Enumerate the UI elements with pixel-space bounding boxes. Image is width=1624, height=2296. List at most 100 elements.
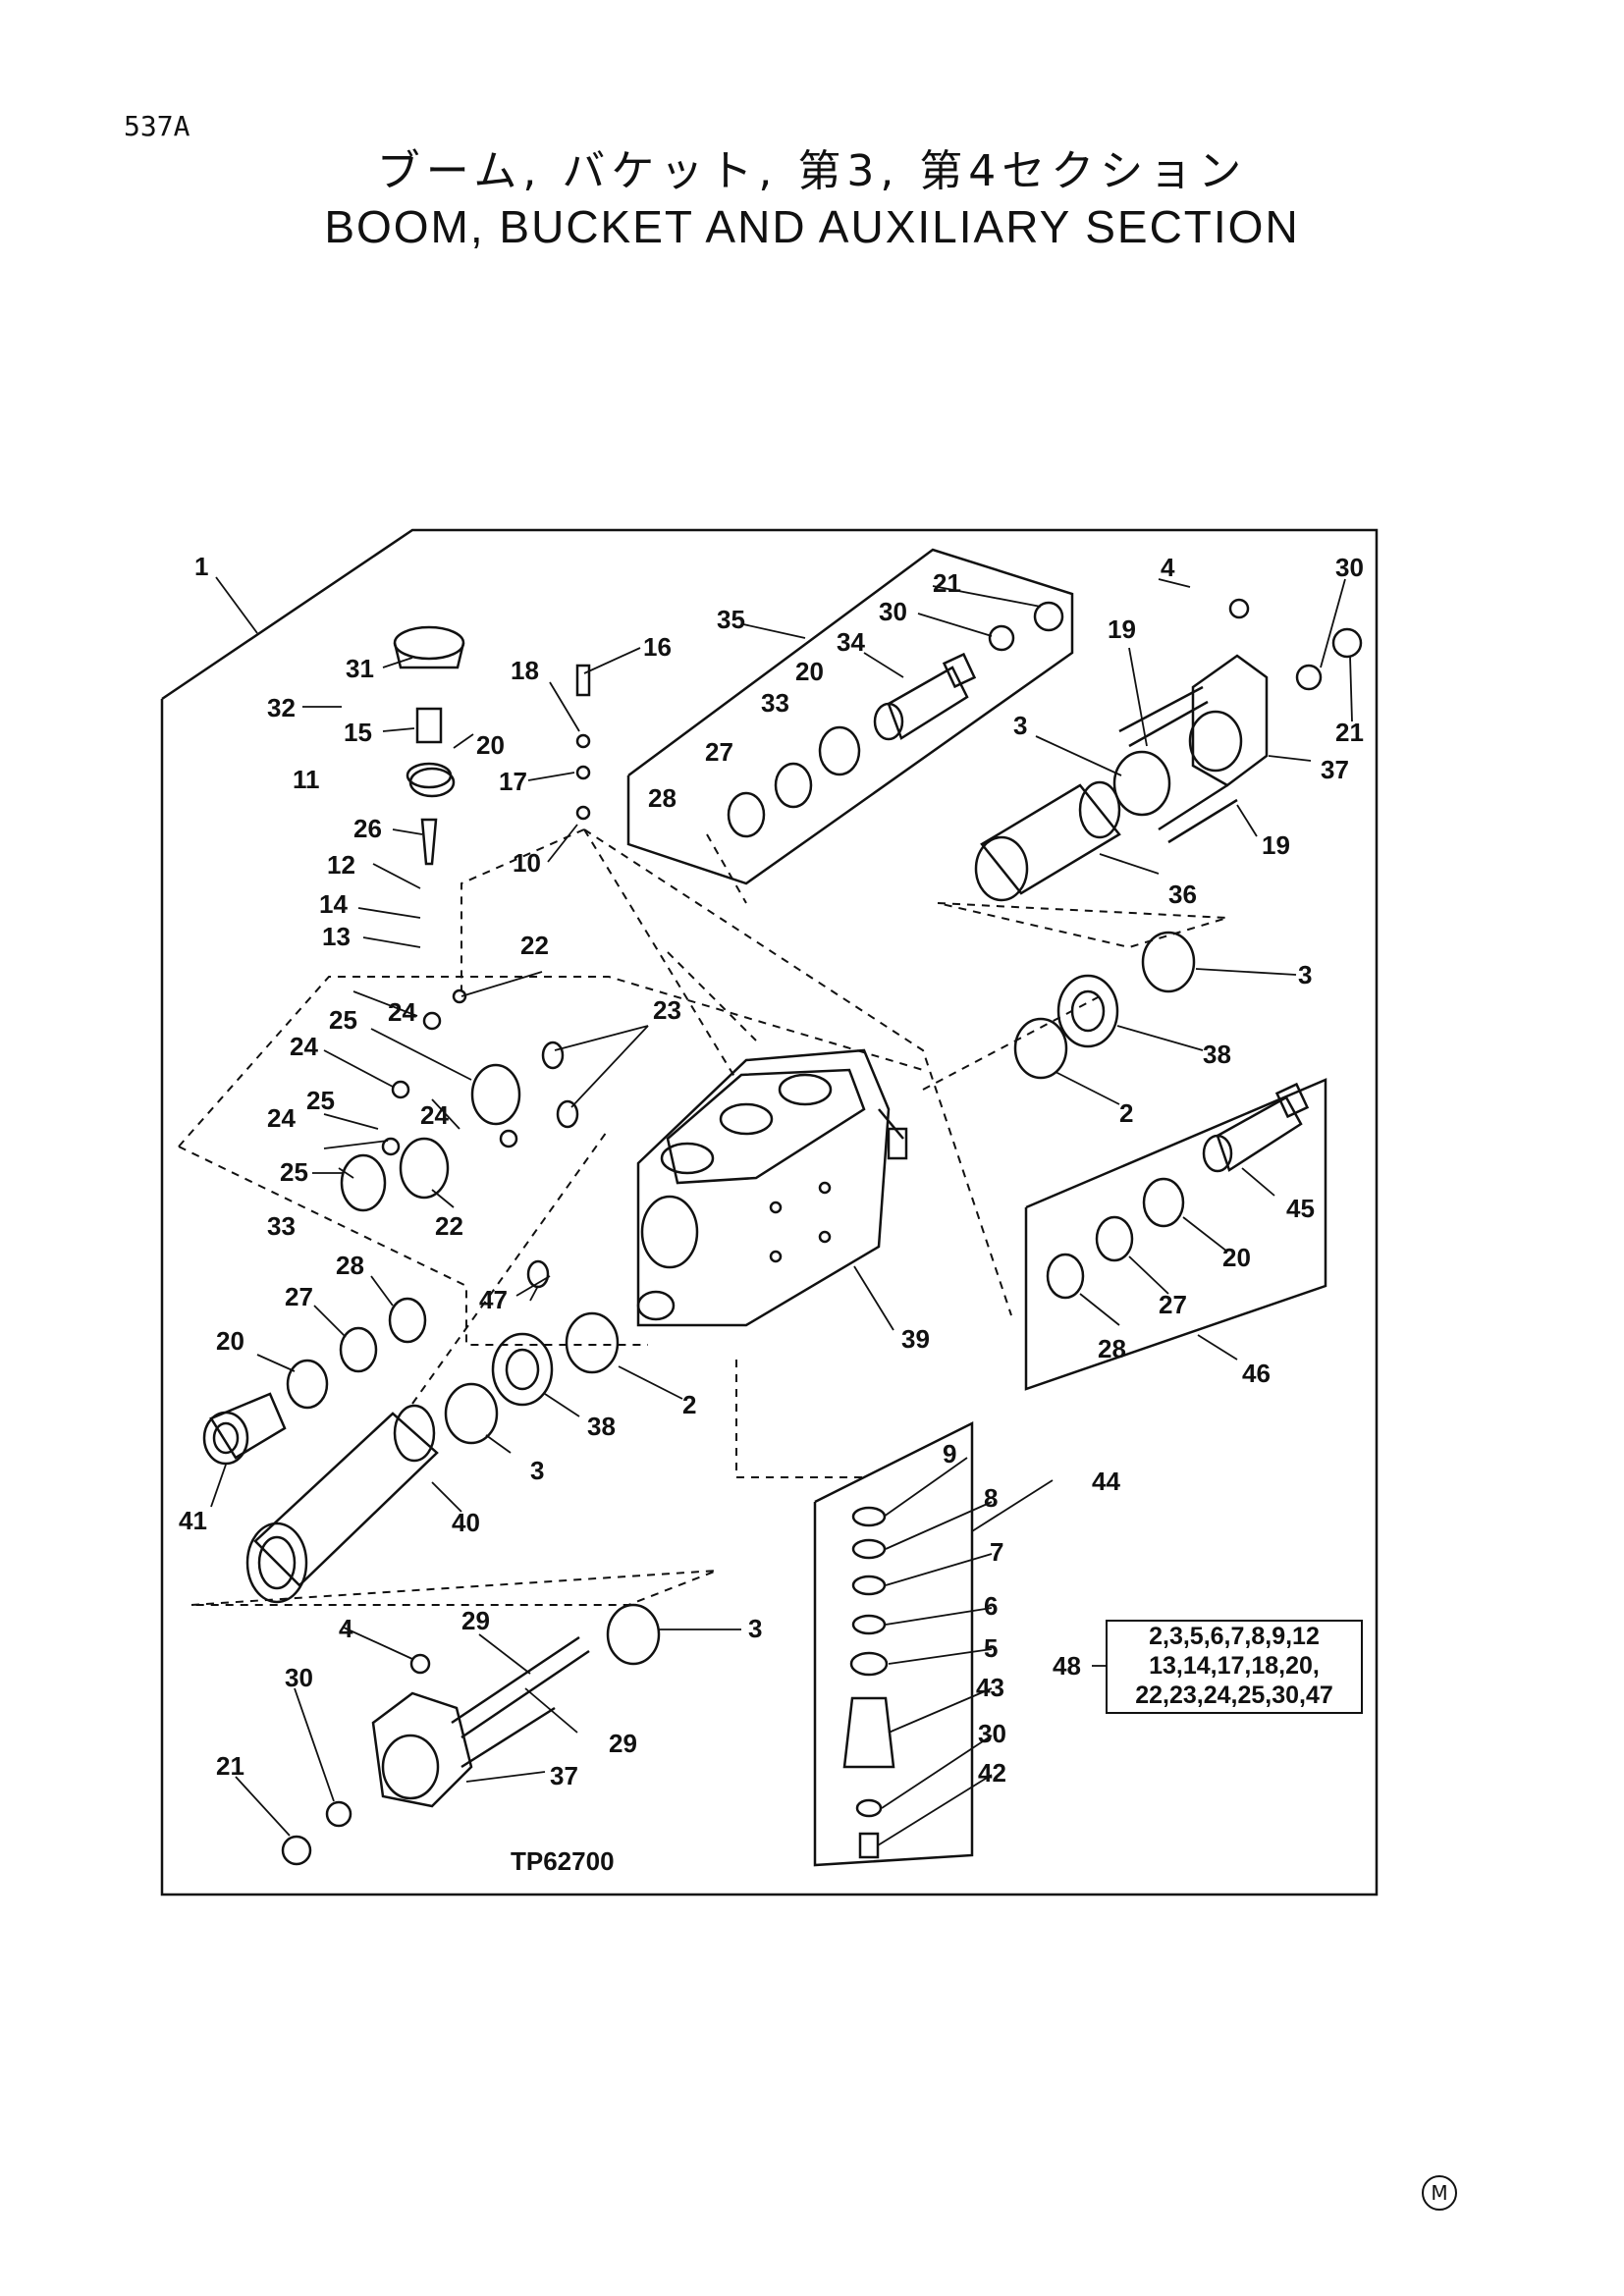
o-ring [1142,1177,1185,1228]
callout-20: 20 [476,730,505,760]
page-code: 537A [124,110,190,142]
o-ring [470,1063,521,1126]
callout-28: 28 [1098,1334,1126,1363]
o-ring [444,1382,499,1445]
callout-46: 46 [1242,1359,1271,1388]
callout-6: 6 [984,1591,998,1621]
callout-26: 26 [353,814,382,843]
guide-line [460,828,585,991]
callout-23: 23 [653,995,681,1025]
o-ring [1141,931,1196,993]
callout-20: 20 [216,1326,244,1356]
callout-32: 32 [267,693,296,722]
kit-contents-line: 13,14,17,18,20, [1149,1652,1320,1680]
o-ring [339,1326,378,1373]
callout-27: 27 [705,737,733,767]
callout-33: 33 [267,1211,296,1241]
callout-15: 15 [344,718,372,747]
callout-11: 11 [293,765,320,794]
callout-33: 33 [761,688,789,718]
o-ring [727,791,766,838]
manufacturer-mark: M [1422,2175,1457,2211]
callout-13: 13 [322,922,351,951]
callout-37: 37 [1321,755,1349,784]
callout-2: 2 [682,1390,696,1419]
callout-31: 31 [346,654,374,683]
callout-28: 28 [336,1251,364,1280]
callout-5: 5 [984,1633,998,1663]
kit-contents-box: 2,3,5,6,7,8,9,12 13,14,17,18,20, 22,23,2… [1106,1620,1363,1714]
o-ring [388,1297,427,1344]
guide-line [937,902,1228,949]
callout-21: 21 [216,1751,244,1781]
kit-outline-35 [626,548,1074,885]
callout-39: 39 [901,1324,930,1354]
o-ring [565,1311,620,1374]
o-ring [399,1137,450,1200]
kit-outline-44 [813,1420,974,1867]
callout-1: 1 [194,552,208,581]
guide-line [178,1146,648,1346]
callout-12: 12 [327,850,355,880]
seal [422,1011,442,1031]
o-ring [1013,1017,1068,1080]
seal [499,1129,518,1148]
callout-43: 43 [976,1673,1004,1702]
seal [452,988,467,1004]
kit-outline-46 [1024,1078,1327,1391]
o-ring [988,624,1015,652]
kit-contents-line: 22,23,24,25,30,47 [1135,1682,1333,1709]
callout-29: 29 [461,1606,490,1635]
o-ring [1112,750,1171,817]
callout-16: 16 [643,632,672,662]
o-ring [606,1603,661,1666]
guide-line [583,828,1012,1316]
callout-36: 36 [1168,880,1197,909]
o-ring [1095,1215,1134,1262]
callout-38: 38 [1203,1040,1231,1069]
callout-38: 38 [587,1412,616,1441]
callout-48: 48 [1053,1651,1081,1681]
callout-20: 20 [1222,1243,1251,1272]
drawing-id: TP62700 [511,1846,615,1876]
guide-line [190,1570,718,1606]
plug [281,1835,312,1866]
o-ring [774,762,813,809]
spring-15 [415,707,443,744]
callout-22: 22 [520,931,549,960]
callout-18: 18 [511,656,539,685]
callout-22: 22 [435,1211,463,1241]
callout-44: 44 [1092,1467,1120,1496]
page-title-english: BOOM, BUCKET AND AUXILIARY SECTION [324,201,1300,252]
callout-21: 21 [1335,718,1364,747]
kit-contents-line: 2,3,5,6,7,8,9,12 [1149,1623,1320,1650]
guide-line [667,951,757,1041]
guide-line [922,995,1101,1091]
callout-24: 24 [388,997,416,1027]
page-title-japanese: ブーム, バケット, 第3, 第4セクション [376,146,1248,196]
relief-valve-45 [1202,1082,1310,1173]
callout-30: 30 [978,1719,1006,1748]
cap-41 [202,1392,287,1466]
end-cover-top [1118,654,1269,844]
plug [1033,601,1064,632]
callout-3: 3 [1298,960,1312,989]
poppet-38-left [491,1332,554,1407]
kit-44-stack [842,1506,895,1859]
callout-3: 3 [748,1614,762,1643]
o-ring [325,1800,352,1828]
washer [541,1041,565,1070]
callout-8: 8 [984,1483,998,1513]
callout-25: 25 [280,1157,308,1187]
callout-4: 4 [339,1614,353,1643]
poppet-38-right [1056,974,1119,1048]
callout-24: 24 [290,1032,318,1061]
callout-25: 25 [306,1086,335,1115]
valve-body [636,1048,908,1327]
callout-19: 19 [1262,830,1290,860]
callout-29: 29 [609,1729,637,1758]
o-ring [1046,1253,1085,1300]
callout-28: 28 [648,783,677,813]
callout-30: 30 [285,1663,313,1692]
